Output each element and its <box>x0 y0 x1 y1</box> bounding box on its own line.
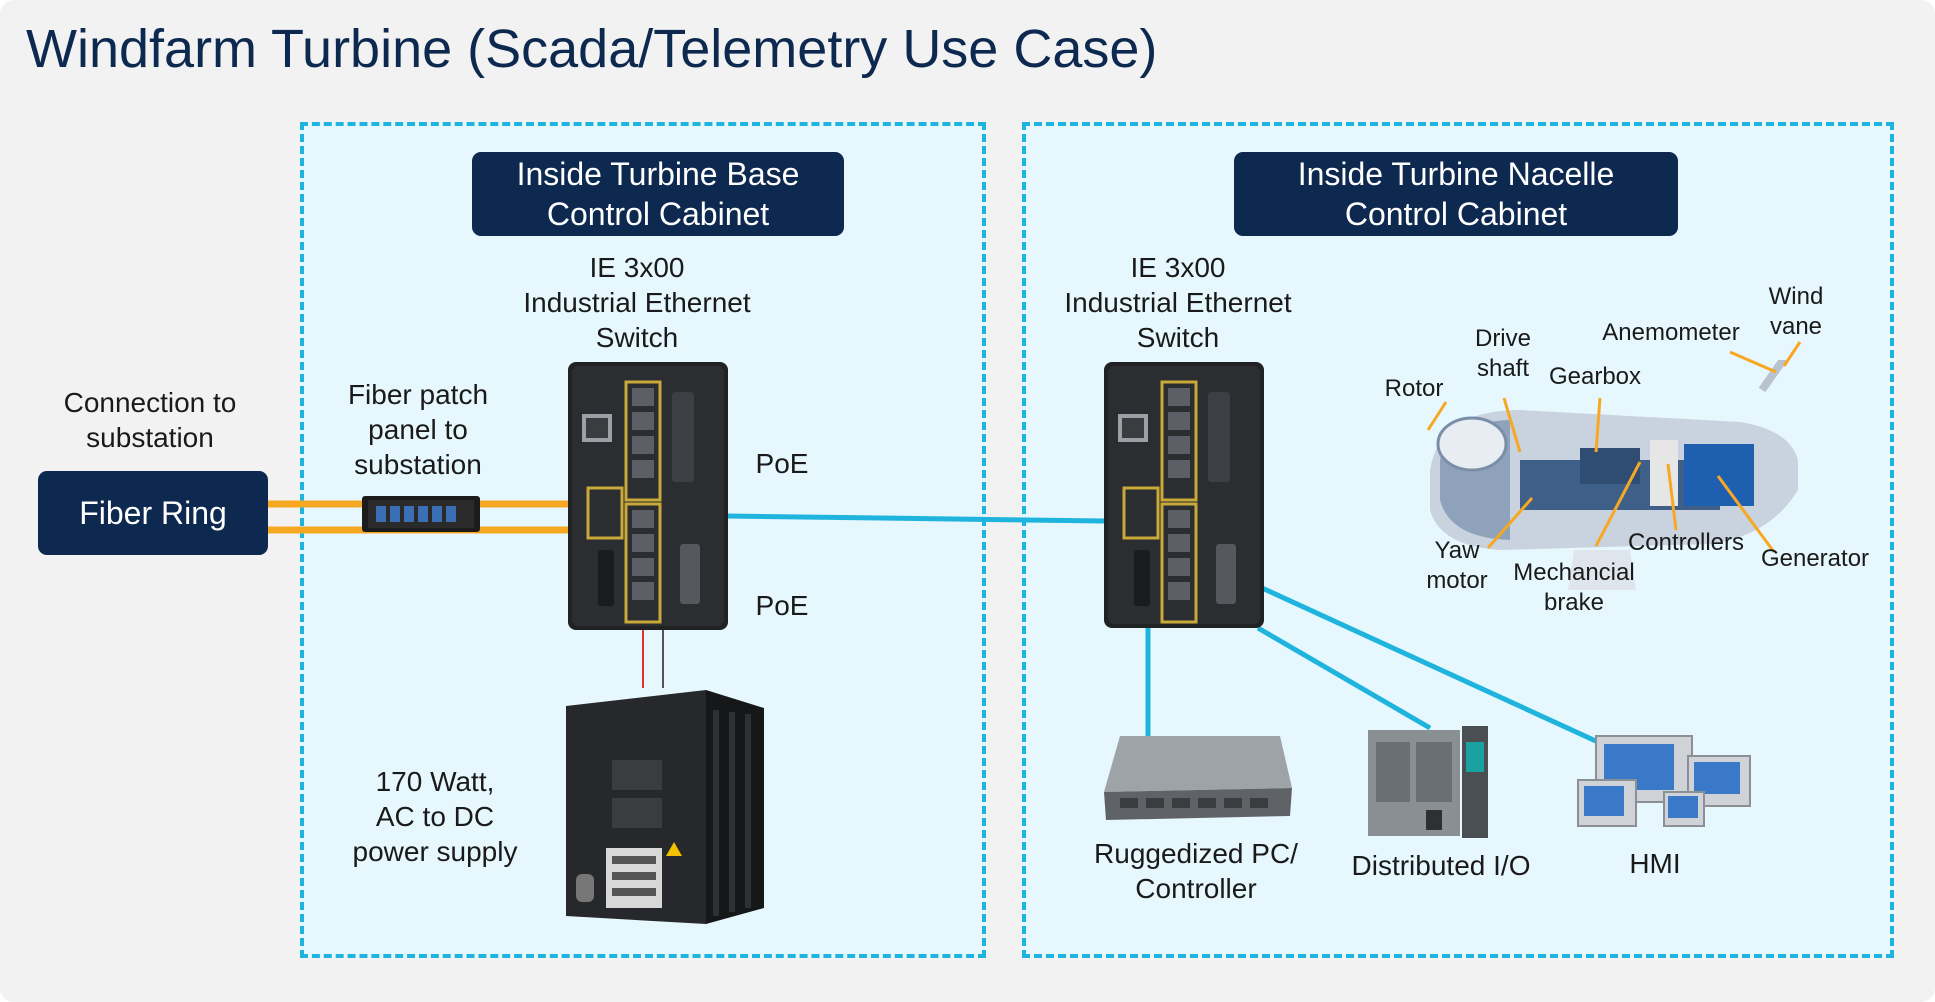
label-yaw-motor: Yaw motor <box>1426 537 1488 594</box>
arrow-drive-shaft <box>1502 397 1522 453</box>
patch-panel-label: Fiber patch panel to substation <box>347 379 489 480</box>
industrial-switch-icon <box>568 362 728 630</box>
page-title: Windfarm Turbine (Scada/Telemetry Use Ca… <box>26 19 1158 79</box>
arrow-generator <box>1716 475 1776 553</box>
nacelle-switch-label: IE 3x00 Industrial Ethernet Switch <box>1064 252 1292 353</box>
label-wind-vane: Wind vane <box>1768 283 1824 340</box>
power-supply-label: 170 Watt, AC to DC power supply <box>352 766 518 867</box>
poe-label-top: PoE <box>755 448 809 479</box>
arrow-controllers <box>1666 463 1678 531</box>
turbine-nacelle-icon <box>1430 360 1798 590</box>
label-gearbox: Gearbox <box>1548 363 1642 390</box>
fiber-patch-panel-icon <box>362 496 480 532</box>
link-to-io <box>1256 625 1432 731</box>
hmi-panel-icon <box>1577 735 1751 827</box>
fiber-ring-box: Fiber Ring <box>38 471 268 555</box>
label-anemometer: Anemometer <box>1602 319 1740 346</box>
connection-label: Connection to substation <box>63 387 237 453</box>
label-brake: Mechancial brake <box>1513 559 1635 616</box>
base-cabinet-header: Inside Turbine Base Control Cabinet <box>472 152 844 236</box>
arrow-yaw-motor <box>1486 497 1534 549</box>
pc-label: Ruggedized PC/ Controller <box>1094 838 1298 904</box>
power-supply-icon <box>566 690 764 924</box>
poe-label-bottom: PoE <box>755 590 809 621</box>
nacelle-cabinet-header: Inside Turbine Nacelle Control Cabinet <box>1234 152 1678 236</box>
base-switch-label: IE 3x00 Industrial Ethernet Switch <box>523 252 751 353</box>
arrow-rotor <box>1426 401 1448 431</box>
arrow-gearbox <box>1594 397 1602 453</box>
hmi-label: HMI <box>1629 848 1681 879</box>
label-controllers: Controllers <box>1627 529 1745 556</box>
arrow-brake <box>1594 461 1642 547</box>
distributed-io-icon <box>1368 726 1488 838</box>
link-to-hmi <box>1260 585 1600 745</box>
label-generator: Generator <box>1760 545 1870 572</box>
rugged-pc-icon <box>1104 736 1292 820</box>
switch-uplink <box>724 513 1105 524</box>
industrial-switch-icon <box>1104 362 1264 628</box>
io-label: Distributed I/O <box>1351 850 1531 881</box>
label-rotor: Rotor <box>1384 375 1444 402</box>
arrow-anemometer <box>1729 350 1777 374</box>
label-drive-shaft: Drive shaft <box>1474 325 1531 382</box>
arrow-wind-vane <box>1782 341 1802 367</box>
